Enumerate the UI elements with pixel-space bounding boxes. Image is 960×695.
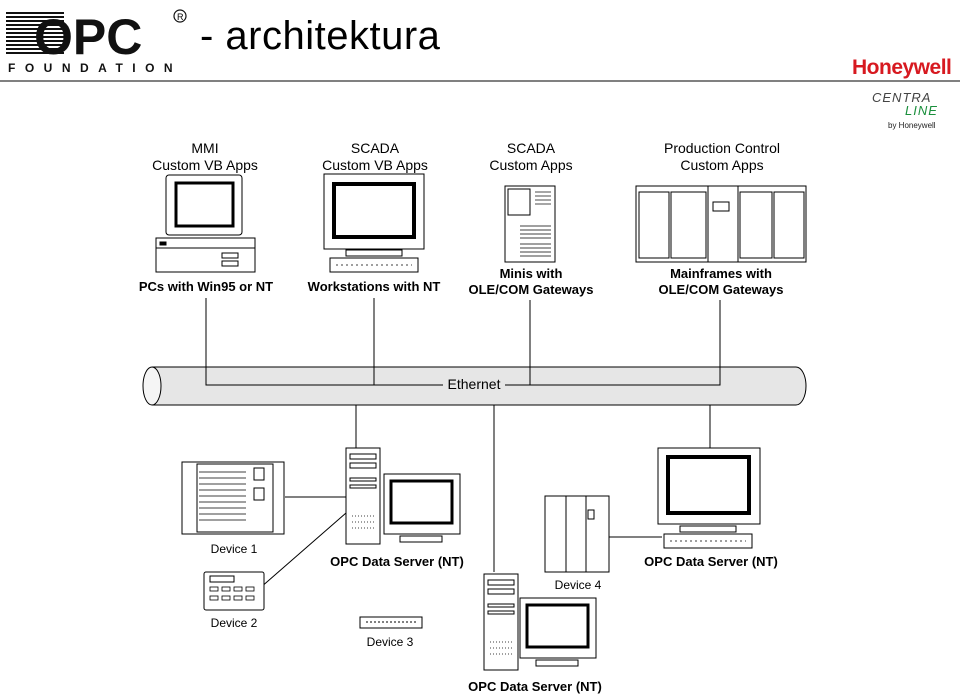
centraline-logo-line1: CENTRA xyxy=(872,90,932,105)
device2-label: Device 2 xyxy=(210,616,258,630)
device3-icon xyxy=(359,616,423,629)
server3-icon xyxy=(657,447,761,549)
centraline-logo-line2: LINE xyxy=(905,103,938,118)
workstation-icon xyxy=(323,173,425,273)
opc-logo-text: OPC xyxy=(34,9,142,65)
mainframe-icon xyxy=(635,185,807,263)
header-divider xyxy=(0,80,960,82)
top-connections xyxy=(205,298,721,386)
minicomputer-icon xyxy=(504,185,556,263)
svg-text:R: R xyxy=(177,12,184,22)
pc-icon xyxy=(155,174,256,273)
server2-label: OPC Data Server (NT) xyxy=(468,679,602,694)
scada-ws-caption: SCADA Custom VB Apps xyxy=(322,140,428,173)
production-label: Mainframes with OLE/COM Gateways xyxy=(658,266,784,297)
device3-label: Device 3 xyxy=(366,635,414,649)
server1-icon xyxy=(345,447,461,545)
mmi-label: PCs with Win95 or NT xyxy=(138,279,274,294)
scada-mini-caption: SCADA Custom Apps xyxy=(489,140,573,173)
scada-mini-label: Minis with OLE/COM Gateways xyxy=(468,266,594,297)
mmi-caption: MMI Custom VB Apps xyxy=(152,140,258,173)
device1-label: Device 1 xyxy=(210,542,258,556)
ethernet-label: Ethernet xyxy=(443,376,505,393)
opc-foundation-logo: OPC R FOUNDATION xyxy=(6,9,187,75)
server3-label: OPC Data Server (NT) xyxy=(644,554,778,569)
centraline-by-text: by Honeywell xyxy=(888,121,936,130)
device4-label: Device 4 xyxy=(554,578,602,592)
production-caption: Production Control Custom Apps xyxy=(664,140,780,173)
honeywell-logo: Honeywell xyxy=(852,56,952,79)
page-title: - architektura xyxy=(200,14,441,58)
device1-icon xyxy=(181,461,285,535)
scada-ws-label: Workstations with NT xyxy=(307,279,441,294)
opc-logo-subtext: FOUNDATION xyxy=(8,61,182,75)
device4-icon xyxy=(544,495,610,573)
device2-icon xyxy=(203,571,265,611)
server1-label: OPC Data Server (NT) xyxy=(330,554,464,569)
